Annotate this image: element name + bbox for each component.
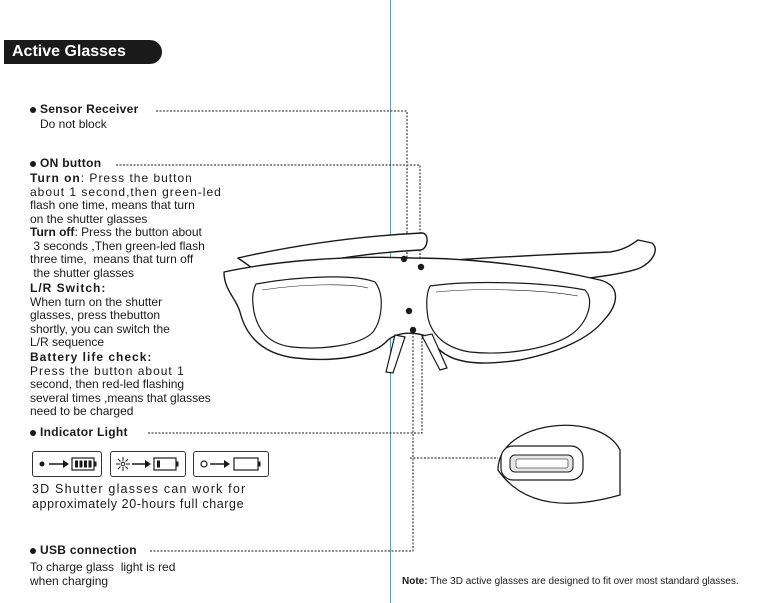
glasses-frame	[223, 232, 656, 364]
usb-text: To charge glass light is red when chargi…	[30, 560, 176, 588]
sensor-desc: Do not block	[40, 117, 107, 131]
usb-heading: USB connection	[40, 543, 137, 557]
lr-switch-line: shortly, you can switch the	[30, 321, 170, 336]
turn-off-label: Turn off	[30, 225, 75, 239]
lr-switch-line: glasses, press thebutton	[30, 308, 161, 323]
usb-port-closeup	[497, 424, 621, 504]
usb-line: To charge glass light is red	[30, 560, 176, 574]
usb-line: when charging	[30, 573, 109, 588]
glasses-lenses	[252, 276, 591, 354]
lr-switch-line: L/R sequence	[30, 335, 105, 350]
red-led-flash-low-battery-icon	[116, 457, 179, 471]
bullet-sensor	[30, 107, 36, 113]
turn-off-text: Turn off: Press the button about 3 secon…	[30, 225, 230, 280]
indicator-desc-line: approximately 20-hours full charge	[32, 497, 245, 511]
bullet-indicator	[30, 430, 36, 436]
turn-off-line: three time, means that turn off	[30, 252, 194, 267]
note-body: The 3D active glasses are designed to fi…	[427, 576, 739, 587]
battery-heading: Battery life check:	[30, 350, 153, 364]
turn-on-line: : Press the button	[80, 171, 193, 185]
battery-line: need to be charged	[30, 404, 134, 419]
lr-switch-heading: L/R Switch:	[30, 281, 107, 295]
indicator-box-off	[193, 451, 269, 477]
turn-on-line: on the shutter glasses	[30, 211, 148, 226]
lr-switch-line: When turn on the shutter	[30, 294, 163, 309]
turn-on-text: Turn on: Press the button about 1 second…	[30, 171, 230, 226]
battery-line: several times ,means that glasses	[30, 390, 211, 405]
turn-off-line: 3 seconds ,Then green-led flash	[30, 238, 205, 253]
nose-pads	[385, 333, 448, 374]
indicator-desc-line: 3D Shutter glasses can work for	[32, 482, 247, 496]
note-label: Note:	[402, 576, 428, 587]
battery-line: second, then red-led flashing	[30, 377, 185, 392]
turn-on-label: Turn on	[30, 171, 81, 185]
battery-text: Battery life check: Press the button abo…	[30, 350, 240, 419]
indicator-box-green	[32, 451, 102, 477]
turn-off-line: the shutter glasses	[30, 265, 135, 280]
off-led-empty-battery-icon	[200, 457, 261, 471]
sensor-heading: Sensor Receiver	[40, 102, 139, 116]
turn-off-line: : Press the button about	[74, 225, 202, 239]
turn-on-line: about 1 second,then green-led	[30, 184, 222, 199]
indicator-heading: Indicator Light	[40, 425, 128, 439]
lr-switch-text: L/R Switch: When turn on the shutter gla…	[30, 281, 230, 350]
battery-line: Press the button about 1	[30, 363, 185, 378]
turn-on-line: flash one time, means that turn	[30, 198, 195, 213]
bullet-on-button	[30, 161, 36, 167]
indicator-desc: 3D Shutter glasses can work for approxim…	[32, 482, 246, 512]
bullet-usb	[30, 548, 36, 554]
green-led-full-battery-icon	[39, 457, 97, 471]
note-text: Note: The 3D active glasses are designed…	[402, 576, 739, 587]
indicator-box-red	[110, 451, 186, 477]
glasses-markers	[400, 255, 425, 334]
page-title: Active Glasses	[4, 40, 162, 64]
on-button-heading: ON button	[40, 156, 102, 170]
